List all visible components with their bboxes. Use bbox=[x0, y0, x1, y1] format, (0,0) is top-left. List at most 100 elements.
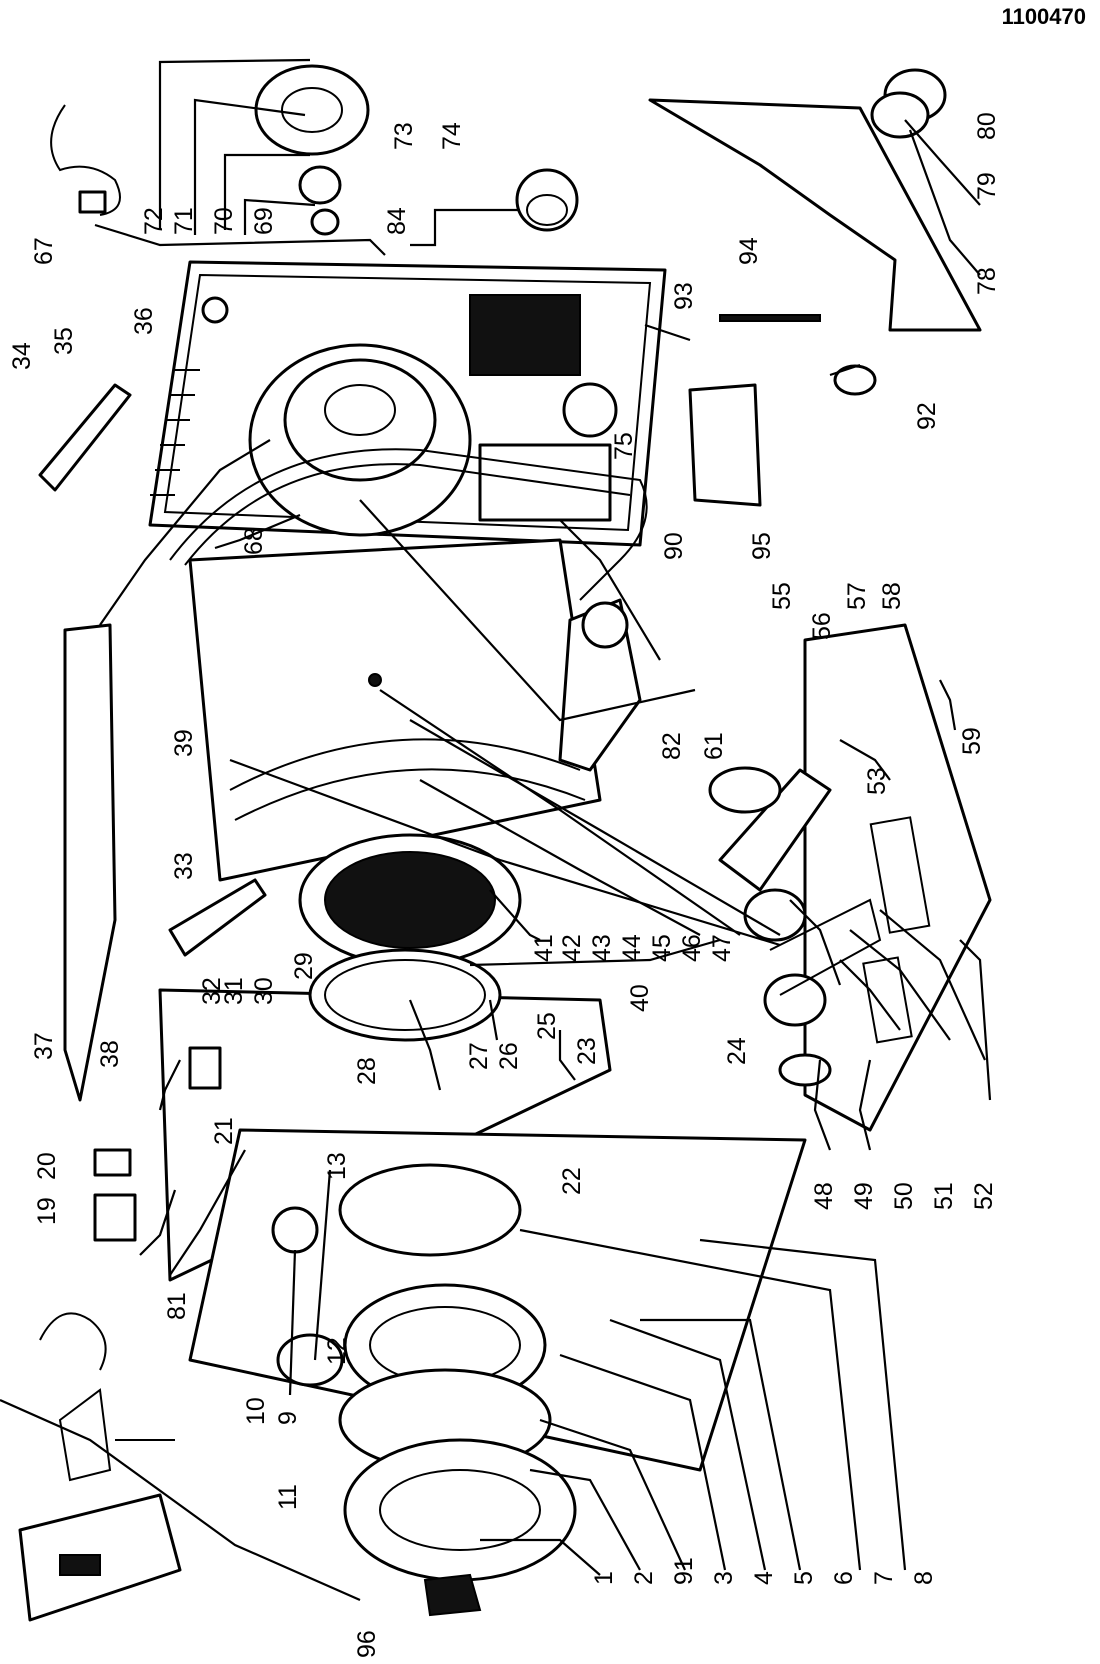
callout-label: 50 bbox=[890, 1182, 918, 1210]
callout-label: 26 bbox=[495, 1042, 523, 1070]
callout-label: 4 bbox=[750, 1571, 778, 1585]
callout-label: 96 bbox=[353, 1630, 381, 1658]
timer-19 bbox=[93, 1193, 137, 1242]
callout-label: 22 bbox=[558, 1167, 586, 1195]
callout-label: 3 bbox=[710, 1571, 738, 1585]
callout-label: 84 bbox=[383, 207, 411, 235]
interference-filter-20 bbox=[93, 1148, 132, 1177]
callout-label: 69 bbox=[250, 207, 278, 235]
top-cover bbox=[63, 623, 117, 1102]
callout-label: 10 bbox=[242, 1397, 270, 1425]
callout-label: 37 bbox=[30, 1032, 58, 1060]
callout-label: 61 bbox=[700, 732, 728, 760]
callout-label: 75 bbox=[610, 432, 638, 460]
callout-label: 56 bbox=[808, 612, 836, 640]
callout-label: 30 bbox=[250, 977, 278, 1005]
callout-label: 49 bbox=[850, 1182, 878, 1210]
callout-label: 40 bbox=[626, 984, 654, 1012]
callout-label: 93 bbox=[670, 282, 698, 310]
base-plate bbox=[803, 623, 992, 1132]
callout-label: 19 bbox=[33, 1197, 61, 1225]
callout-label: 6 bbox=[830, 1571, 858, 1585]
callout-label: 68 bbox=[240, 527, 268, 555]
callout-label: 20 bbox=[33, 1152, 61, 1180]
bracket-94 bbox=[719, 314, 821, 322]
callout-label: 48 bbox=[810, 1182, 838, 1210]
pulley-72 bbox=[254, 64, 370, 156]
callout-label: 58 bbox=[878, 582, 906, 610]
callout-label: 42 bbox=[558, 934, 586, 962]
callout-label: 57 bbox=[843, 582, 871, 610]
callout-label: 41 bbox=[530, 934, 558, 962]
callout-label: 55 bbox=[768, 582, 796, 610]
callout-label: 8 bbox=[910, 1571, 938, 1585]
callout-label: 7 bbox=[870, 1571, 898, 1585]
heater-element-top bbox=[648, 68, 982, 332]
door-lock-21 bbox=[188, 1046, 222, 1090]
drum-tub bbox=[188, 343, 602, 967]
callout-label: 36 bbox=[130, 307, 158, 335]
callout-label: 44 bbox=[618, 934, 646, 962]
door-assembly bbox=[338, 1283, 577, 1617]
callout-label: 9 bbox=[274, 1411, 302, 1425]
callout-label: 59 bbox=[958, 727, 986, 755]
callout-label: 27 bbox=[465, 1042, 493, 1070]
callout-label: 35 bbox=[50, 327, 78, 355]
callout-label: 45 bbox=[648, 934, 676, 962]
callout-label: 2 bbox=[630, 1571, 658, 1585]
brush-holder-33 bbox=[168, 878, 267, 957]
cable-67 bbox=[50, 104, 121, 216]
callout-label: 95 bbox=[748, 532, 776, 560]
callout-label: 92 bbox=[913, 402, 941, 430]
brush-holder-35 bbox=[38, 383, 132, 492]
callout-label: 74 bbox=[438, 122, 466, 150]
bearing-70 bbox=[298, 165, 342, 205]
callout-label: 52 bbox=[970, 1182, 998, 1210]
door-seal-ring bbox=[308, 948, 502, 1042]
control-unit-95 bbox=[688, 383, 762, 507]
callout-label: 90 bbox=[660, 532, 688, 560]
callout-label: 34 bbox=[8, 342, 36, 370]
callout-label: 39 bbox=[170, 729, 198, 757]
callout-label: 82 bbox=[658, 732, 686, 760]
callout-label: 47 bbox=[708, 934, 736, 962]
callout-label: 32 bbox=[198, 977, 226, 1005]
callout-label: 80 bbox=[973, 112, 1001, 140]
callout-label: 23 bbox=[573, 1037, 601, 1065]
callout-label: 12 bbox=[323, 1337, 351, 1365]
callout-label: 71 bbox=[170, 207, 198, 235]
callout-label: 31 bbox=[220, 977, 248, 1005]
callout-label: 72 bbox=[140, 207, 168, 235]
leader-lines bbox=[0, 58, 992, 1602]
callout-label: 28 bbox=[353, 1057, 381, 1085]
callout-label: 43 bbox=[588, 934, 616, 962]
callout-label: 38 bbox=[96, 1040, 124, 1068]
callout-label: 21 bbox=[210, 1117, 238, 1145]
callout-label: 5 bbox=[790, 1571, 818, 1585]
callout-label: 25 bbox=[533, 1012, 561, 1040]
callout-label: 91 bbox=[670, 1557, 698, 1585]
nut-69 bbox=[310, 208, 340, 236]
callout-labels: 1 2 3 4 5 6 7 8 9 10 11 12 13 19 20 21 2… bbox=[8, 112, 1001, 1658]
drive-belt bbox=[169, 448, 648, 601]
callout-label: 70 bbox=[210, 207, 238, 235]
callout-label: 29 bbox=[290, 952, 318, 980]
drum-support-74 bbox=[515, 168, 579, 232]
callout-label: 11 bbox=[274, 1484, 302, 1510]
callout-label: 1 bbox=[590, 1571, 618, 1585]
callout-label: 13 bbox=[323, 1152, 351, 1180]
callout-label: 33 bbox=[170, 852, 198, 880]
callout-label: 79 bbox=[973, 172, 1001, 200]
callout-label: 51 bbox=[930, 1182, 958, 1210]
callout-label: 53 bbox=[863, 767, 891, 795]
callout-label: 67 bbox=[30, 237, 58, 265]
hinge-kit-96 bbox=[18, 1312, 182, 1622]
callout-label: 81 bbox=[163, 1292, 191, 1320]
motor-assembly bbox=[708, 766, 882, 1087]
pump-assembly bbox=[558, 598, 642, 772]
drawing-code: 1100470 bbox=[1001, 4, 1086, 29]
callout-label: 78 bbox=[973, 267, 1001, 295]
callout-label: 94 bbox=[735, 237, 763, 265]
callout-label: 73 bbox=[390, 122, 418, 150]
